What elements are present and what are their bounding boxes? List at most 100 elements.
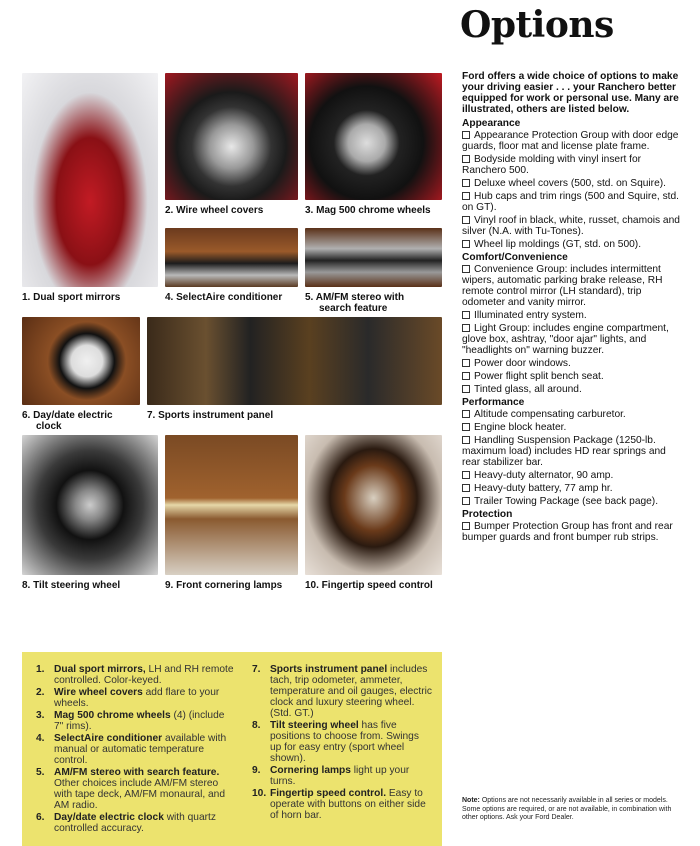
description-item: 7.Sports instrument panel includes tach,…	[252, 664, 432, 719]
checkbox-icon	[462, 240, 470, 248]
intro-text: Ford offers a wide choice of options to …	[462, 71, 679, 115]
option-text: Light Group: includes engine compartment…	[462, 323, 669, 356]
option-item: Vinyl roof in black, white, russet, cham…	[462, 215, 684, 237]
item-number: 3.	[36, 710, 45, 721]
photo-caption: 7. Sports instrument panel	[147, 410, 274, 421]
option-item: Power door windows.	[462, 358, 684, 369]
checkbox-icon	[462, 497, 470, 505]
description-item: 4. SelectAire conditioner available with …	[36, 733, 236, 766]
option-item: Bumper Protection Group has front and re…	[462, 521, 684, 543]
photo-instrument-panel	[147, 317, 442, 405]
section-heading: Protection	[462, 509, 513, 520]
section-heading: Appearance	[462, 118, 521, 129]
description-item: 10.Fingertip speed control. Easy to oper…	[252, 788, 432, 821]
item-text: available with manual or automatic tempe…	[54, 733, 227, 766]
option-text: Heavy-duty battery, 77 amp hr.	[474, 483, 613, 494]
checkbox-icon	[462, 324, 470, 332]
photo-caption: 10. Fingertip speed control	[305, 580, 433, 591]
checkbox-icon	[462, 484, 470, 492]
item-number: 7.	[252, 664, 261, 675]
photo-wire-wheel-covers	[165, 73, 298, 200]
checkbox-icon	[462, 471, 470, 479]
section-heading: Comfort/Convenience	[462, 252, 568, 263]
option-text: Convenience Group: includes intermittent…	[462, 264, 663, 308]
item-title: SelectAire conditioner	[54, 733, 163, 744]
photo-caption: 3. Mag 500 chrome wheels	[305, 205, 431, 216]
photo-caption: 2. Wire wheel covers	[165, 205, 264, 216]
photo-cornering-lamps	[165, 435, 298, 575]
checkbox-icon	[462, 372, 470, 380]
page-title: Options	[460, 4, 614, 46]
item-title: Mag 500 chrome wheels	[54, 710, 171, 721]
checkbox-icon	[462, 359, 470, 367]
checkbox-icon	[462, 385, 470, 393]
option-text: Appearance Protection Group with door ed…	[462, 130, 679, 152]
item-number: 4.	[36, 733, 45, 744]
option-item: Light Group: includes engine compartment…	[462, 323, 684, 356]
option-text: Illuminated entry system.	[474, 310, 587, 321]
option-item: Engine block heater.	[462, 422, 684, 433]
option-text: Heavy-duty alternator, 90 amp.	[474, 470, 614, 481]
item-title: Cornering lamps	[270, 765, 351, 776]
item-text: add flare to your wheels.	[54, 687, 220, 709]
options-list: Ford offers a wide choice of options to …	[462, 71, 684, 545]
photo-speed-control	[305, 435, 442, 575]
checkbox-icon	[462, 410, 470, 418]
checkbox-icon	[462, 522, 470, 530]
item-number: 6.	[36, 812, 45, 823]
option-item: Appearance Protection Group with door ed…	[462, 130, 684, 152]
option-text: Deluxe wheel covers (500, std. on Squire…	[474, 178, 666, 189]
description-item: 9. Cornering lamps light up your turns.	[252, 765, 432, 787]
photo-caption: 6. Day/date electric clock	[22, 410, 113, 432]
option-text: Bodyside molding with vinyl insert for R…	[462, 154, 642, 176]
photo-clock	[22, 317, 140, 405]
item-title: Tilt steering wheel	[270, 720, 359, 731]
checkbox-icon	[462, 179, 470, 187]
item-text: with quartz controlled accuracy.	[54, 812, 216, 834]
item-number: 2.	[36, 687, 45, 698]
option-item: Hub caps and trim rings (500 and Squire,…	[462, 191, 684, 213]
item-text: LH and RH remote controlled. Color-keyed…	[54, 664, 234, 686]
checkbox-icon	[462, 131, 470, 139]
option-text: Hub caps and trim rings (500 and Squire,…	[462, 191, 679, 213]
item-number: 5.	[36, 767, 45, 778]
note: Note: Options are not necessarily availa…	[462, 797, 672, 821]
option-item: Wheel lip moldings (GT, std. on 500).	[462, 239, 684, 250]
item-text: (4) (include 7" rims).	[54, 710, 225, 732]
option-text: Bumper Protection Group has front and re…	[462, 521, 673, 543]
checkbox-icon	[462, 155, 470, 163]
option-text: Power flight split bench seat.	[474, 371, 604, 382]
option-item: Altitude compensating carburetor.	[462, 409, 684, 420]
item-number: 9.	[252, 765, 261, 776]
option-item: Deluxe wheel covers (500, std. on Squire…	[462, 178, 684, 189]
section-heading: Performance	[462, 397, 525, 408]
checkbox-icon	[462, 216, 470, 224]
option-item: Trailer Towing Package (see back page).	[462, 496, 684, 507]
option-item: Heavy-duty battery, 77 amp hr.	[462, 483, 684, 494]
option-text: Handling Suspension Package (1250-lb. ma…	[462, 435, 666, 468]
option-text: Trailer Towing Package (see back page).	[474, 496, 659, 507]
option-text: Engine block heater.	[474, 422, 567, 433]
option-item: Illuminated entry system.	[462, 310, 684, 321]
option-item: Bodyside molding with vinyl insert for R…	[462, 154, 684, 176]
photo-tilt-steering	[22, 435, 158, 575]
photo-caption: 8. Tilt steering wheel	[22, 580, 121, 591]
item-text: light up your turns.	[270, 765, 410, 787]
item-number: 8.	[252, 720, 261, 731]
option-text: Altitude compensating carburetor.	[474, 409, 626, 420]
photo-dual-sport-mirrors	[22, 73, 158, 287]
option-item: Tinted glass, all around.	[462, 384, 684, 395]
photo-mag-500-wheels	[305, 73, 442, 200]
item-text: has five positions to choose from. Swing…	[270, 720, 419, 764]
photo-caption: 4. SelectAire conditioner	[165, 292, 283, 303]
description-item: 2. Wire wheel covers add flare to your wh…	[36, 687, 236, 709]
item-title: Wire wheel covers	[54, 687, 143, 698]
item-title: Dual sport mirrors,	[54, 664, 146, 675]
photo-am-fm-stereo	[305, 228, 442, 287]
item-text: includes tach, trip odometer, ammeter, t…	[270, 664, 432, 719]
item-title: Fingertip speed control.	[270, 788, 387, 799]
option-item: Power flight split bench seat.	[462, 371, 684, 382]
option-text: Tinted glass, all around.	[474, 384, 582, 395]
description-item: 5.AM/FM stereo with search feature. Othe…	[36, 767, 236, 811]
option-item: Heavy-duty alternator, 90 amp.	[462, 470, 684, 481]
